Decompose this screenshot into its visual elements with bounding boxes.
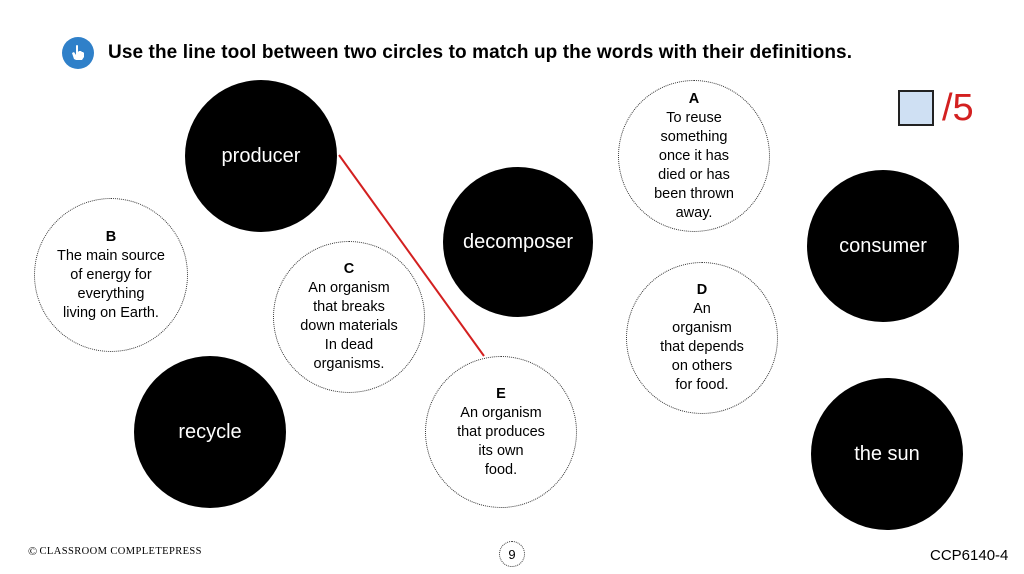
publisher-name: CLASSROOM COMPLETE [39,546,169,557]
word-label-the-sun: the sun [854,442,920,465]
definition-letter-e: E [496,385,506,402]
word-label-consumer: consumer [839,234,927,257]
definition-circle-d[interactable]: D An organism that depends on others for… [626,262,778,414]
definition-letter-b: B [105,228,117,245]
hand-pointer-icon [62,37,94,69]
definition-text-d: An organism that depends on others for f… [660,301,744,393]
instruction-header: Use the line tool between two circles to… [62,36,852,70]
definition-letter-c: C [343,261,355,277]
publisher-suffix: PRESS [168,546,202,557]
page-number: 9 [499,541,525,567]
definition-circle-b[interactable]: B The main source of energy for everythi… [34,198,188,352]
word-circle-recycle[interactable]: recycle [134,356,286,508]
word-circle-decomposer[interactable]: decomposer [443,167,593,317]
instruction-text: Use the line tool between two circles to… [108,42,853,63]
word-circle-the-sun[interactable]: the sun [811,378,963,530]
word-label-recycle: recycle [178,420,242,443]
score-input-box[interactable] [898,90,934,126]
product-code: CCP6140-4 [930,547,1009,564]
definition-text-e: An organism that produces its own food. [457,404,545,478]
definition-circle-a[interactable]: A To reuse something once it has died or… [618,80,770,232]
copyright-icon: © [28,544,38,558]
word-circle-consumer[interactable]: consumer [807,170,959,322]
word-circle-producer[interactable]: producer [185,80,337,232]
definition-letter-a: A [688,90,700,107]
definition-circle-e[interactable]: E An organism that produces its own food… [425,356,577,508]
definition-text-a: To reuse something once it has died or h… [654,109,734,221]
score-total: /5 [942,87,974,129]
word-label-producer: producer [221,144,301,167]
definition-text-c: An organism that breaks down materials I… [300,280,398,372]
publisher-logo: © CLASSROOM COMPLETE PRESS [28,544,202,559]
definition-circle-c[interactable]: C An organism that breaks down materials… [273,241,425,393]
definition-text-b: The main source of energy for everything… [57,247,165,321]
definition-letter-d: D [696,282,708,298]
word-label-decomposer: decomposer [462,230,574,253]
